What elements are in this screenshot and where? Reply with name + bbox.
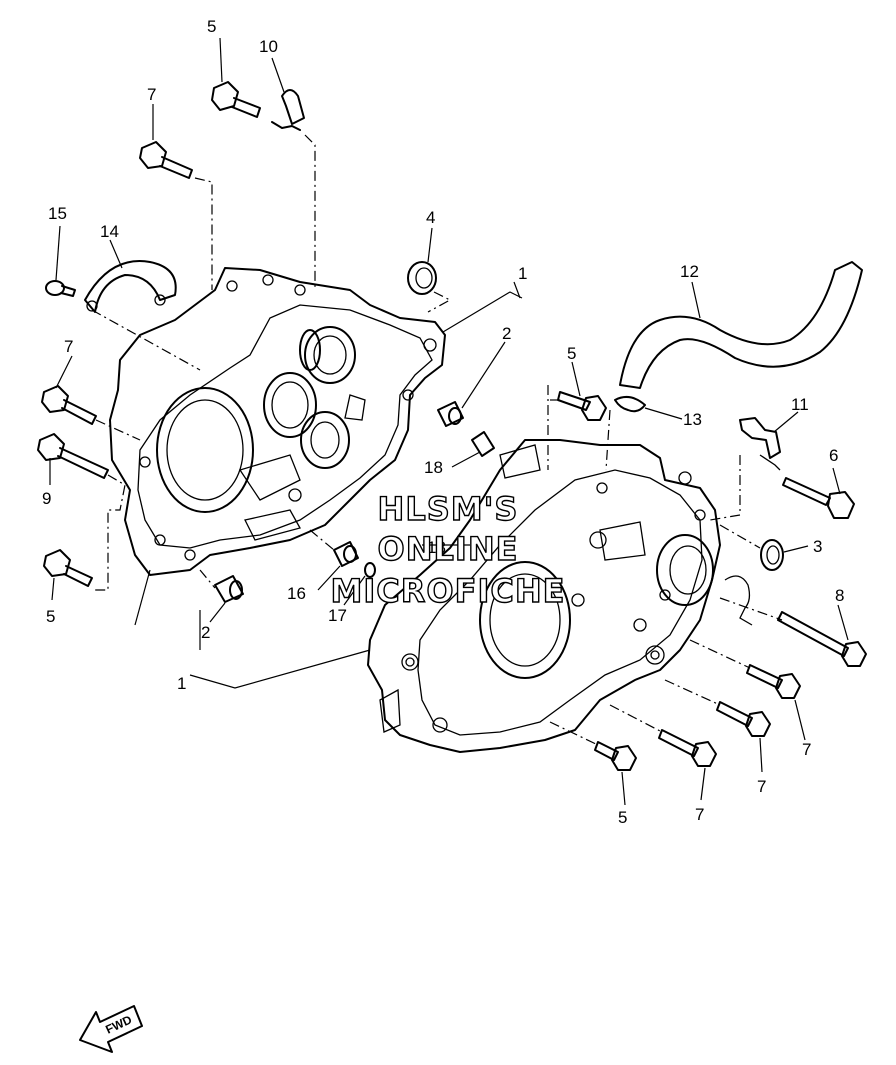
right-crankcase	[367, 439, 721, 753]
callout-3: 3	[813, 537, 822, 556]
callout-13: 13	[683, 410, 702, 429]
callout-1: 1	[177, 674, 186, 693]
watermark-line-2: ONLINE	[378, 530, 519, 568]
hose-guide	[724, 575, 753, 626]
callout-5: 5	[46, 607, 55, 626]
bolt-7-lower-c	[658, 729, 717, 767]
left-crankcase	[109, 267, 446, 576]
dowel-pin-2-upper	[437, 401, 464, 427]
callout-6: 6	[829, 446, 838, 465]
callout-7: 7	[147, 85, 156, 104]
watermark-line-1: HLSM'S	[378, 490, 519, 528]
callout-14: 14	[100, 222, 119, 241]
dowel-16	[333, 541, 359, 567]
callout-5: 5	[618, 808, 627, 827]
watermark-line-3: MICROFICHE	[331, 572, 566, 610]
callout-7: 7	[802, 740, 811, 759]
callout-17: 17	[328, 606, 347, 625]
callout-10: 10	[259, 37, 278, 56]
callout-18: 18	[427, 538, 446, 557]
oil-seal-4	[407, 261, 437, 295]
bolt-5-lower	[594, 741, 637, 771]
bolt-7-lower-b	[716, 701, 771, 737]
bolt-5-left	[43, 549, 93, 587]
callout-numbers: 5 10 7 15 14 4 1 2 12 7 9 5 5 13 11 18 6…	[42, 17, 844, 827]
callout-5: 5	[207, 17, 216, 36]
callout-4: 4	[426, 208, 435, 227]
bracket-11	[739, 417, 781, 471]
callout-2: 2	[502, 324, 511, 343]
bolt-9	[37, 433, 109, 479]
dowel-18-upper	[471, 431, 495, 457]
forward-arrow-icon: FWD	[79, 1005, 143, 1053]
bolt-5-top	[211, 81, 261, 118]
callout-9: 9	[42, 489, 51, 508]
bolt-6	[782, 477, 855, 519]
callout-16: 16	[287, 584, 306, 603]
oil-seal-3	[760, 539, 784, 571]
bolt-7-left	[41, 385, 97, 425]
watermark: HLSM'S ONLINE MICROFICHE	[330, 489, 566, 610]
clip-13	[614, 395, 646, 413]
callout-7: 7	[695, 805, 704, 824]
callout-12: 12	[680, 262, 699, 281]
gasket-14	[84, 260, 177, 313]
callout-7: 7	[64, 337, 73, 356]
o-ring-17	[364, 562, 376, 578]
bolt-7-lower-a	[746, 664, 801, 699]
bolt-5-right-upper	[557, 391, 607, 421]
callout-11: 11	[791, 395, 809, 414]
bolt-8	[777, 611, 867, 667]
bolt-7-top	[139, 141, 193, 179]
callout-8: 8	[835, 586, 844, 605]
callout-2: 2	[201, 623, 210, 642]
leader-lines	[49, 37, 849, 806]
callout-15: 15	[48, 204, 67, 223]
hose-12	[619, 261, 863, 389]
assembly-center-lines	[91, 134, 783, 746]
callout-1: 1	[518, 264, 527, 283]
clamp-10	[271, 89, 305, 131]
callout-18: 18	[424, 458, 443, 477]
callout-7: 7	[757, 777, 766, 796]
dowel-pin-2-lower	[214, 575, 244, 603]
screw-15	[45, 280, 76, 297]
callout-5: 5	[567, 344, 576, 363]
